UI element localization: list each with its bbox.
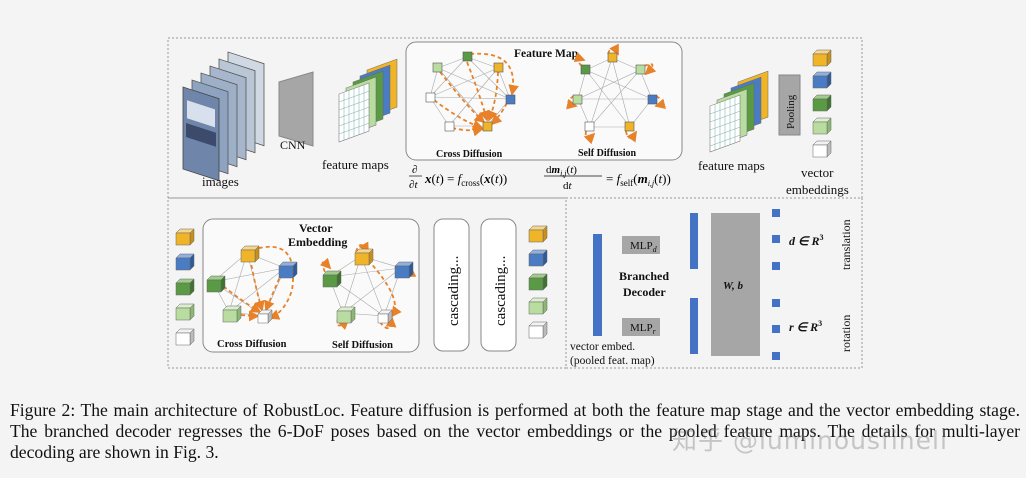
mlp-r-block (622, 318, 660, 336)
cnn-label: CNN (280, 138, 306, 152)
vector-embeddings-bottom-right-col (528, 225, 548, 339)
cross-diffusion-label-bottom: Cross Diffusion (217, 339, 287, 350)
vector-embed-label-2: (pooled feat. map) (570, 355, 655, 367)
vector-embed-label-1: vector embed. (570, 341, 635, 353)
translation-label: translation (839, 219, 853, 270)
cross-diffusion-label-top: Cross Diffusion (436, 149, 503, 160)
caption-text: Figure 2: The main architecture of Robus… (10, 400, 1020, 462)
self-diffusion-graph-bottom (319, 241, 417, 331)
cascading-box-1 (433, 218, 470, 352)
image-stack (182, 51, 265, 182)
top-panel-frame (167, 37, 863, 199)
cnn-block (278, 71, 314, 147)
branched-decoder-label-1: Branched (619, 269, 669, 283)
self-diffusion-graph-top (566, 43, 667, 145)
svg-text:dmi,j(t): dmi,j(t) (546, 164, 577, 178)
vector-embedding-title-2: Embedding (288, 235, 347, 249)
wb-label: W, b (723, 280, 743, 292)
d-output-label: d ∈ R3 (789, 233, 823, 248)
cross-diffusion-graph-top (425, 51, 519, 137)
svg-text:dt: dt (563, 180, 573, 192)
svg-text:= fself(mi,j(t)): = fself(mi,j(t)) (606, 171, 671, 188)
vector-embeddings-bottom-left (175, 228, 195, 346)
cascading-label-2: cascading... (493, 256, 509, 326)
mlp-d-label: MLPd (630, 240, 658, 254)
feature-map-title: Feature Map (514, 48, 578, 60)
feature-maps-label: feature maps (322, 157, 389, 172)
decoder-bar-lower (690, 298, 698, 354)
self-diffusion-label-bottom: Self Diffusion (332, 340, 393, 351)
decoder-bar-upper (690, 213, 698, 269)
vector-embedding-title-1: Vector (299, 221, 333, 235)
self-diffusion-equation: dmi,j(t) dt = fself(mi,j(t)) (544, 164, 671, 192)
images-label: images (202, 174, 239, 189)
svg-text:∂t: ∂t (409, 179, 418, 191)
branched-decoder-label-2: Decoder (623, 285, 666, 299)
vector-embeddings-label-2: embeddings (786, 182, 849, 197)
architecture-figure: images CNN feature maps Feature Map (167, 37, 863, 369)
rotation-label: rotation (839, 315, 853, 352)
pooling-label: Pooling (785, 94, 797, 129)
self-diffusion-label-top: Self Diffusion (578, 148, 637, 159)
feature-maps-left (338, 58, 398, 143)
cascading-label-1: cascading... (446, 256, 462, 326)
watermark: 知乎 @luminousfineli (672, 426, 948, 455)
mlp-r-label: MLPr (630, 322, 657, 336)
bottom-right-panel-frame (565, 197, 863, 369)
output-squares (772, 209, 780, 360)
cross-diffusion-graph-bottom (206, 245, 298, 324)
svg-text:∂: ∂ (412, 164, 417, 176)
wb-block (711, 213, 760, 356)
feature-maps-right (709, 70, 769, 153)
vector-embeddings-label-1: vector (801, 165, 834, 180)
cross-diffusion-equation: ∂ ∂t x(t) = fcross(x(t)) (409, 164, 507, 191)
feature-maps-label-right: feature maps (698, 158, 765, 173)
cascading-box-2 (480, 218, 517, 352)
figure-caption: Figure 2: The main architecture of Robus… (10, 400, 1020, 463)
svg-text:x(t) = fcross(x(t)): x(t) = fcross(x(t)) (424, 171, 507, 188)
r-output-label: r ∈ R3 (789, 319, 822, 334)
vector-embed-bar (593, 234, 602, 336)
vector-embeddings-top (812, 49, 832, 158)
mlp-d-block (622, 236, 660, 254)
pooling-block (778, 74, 801, 136)
